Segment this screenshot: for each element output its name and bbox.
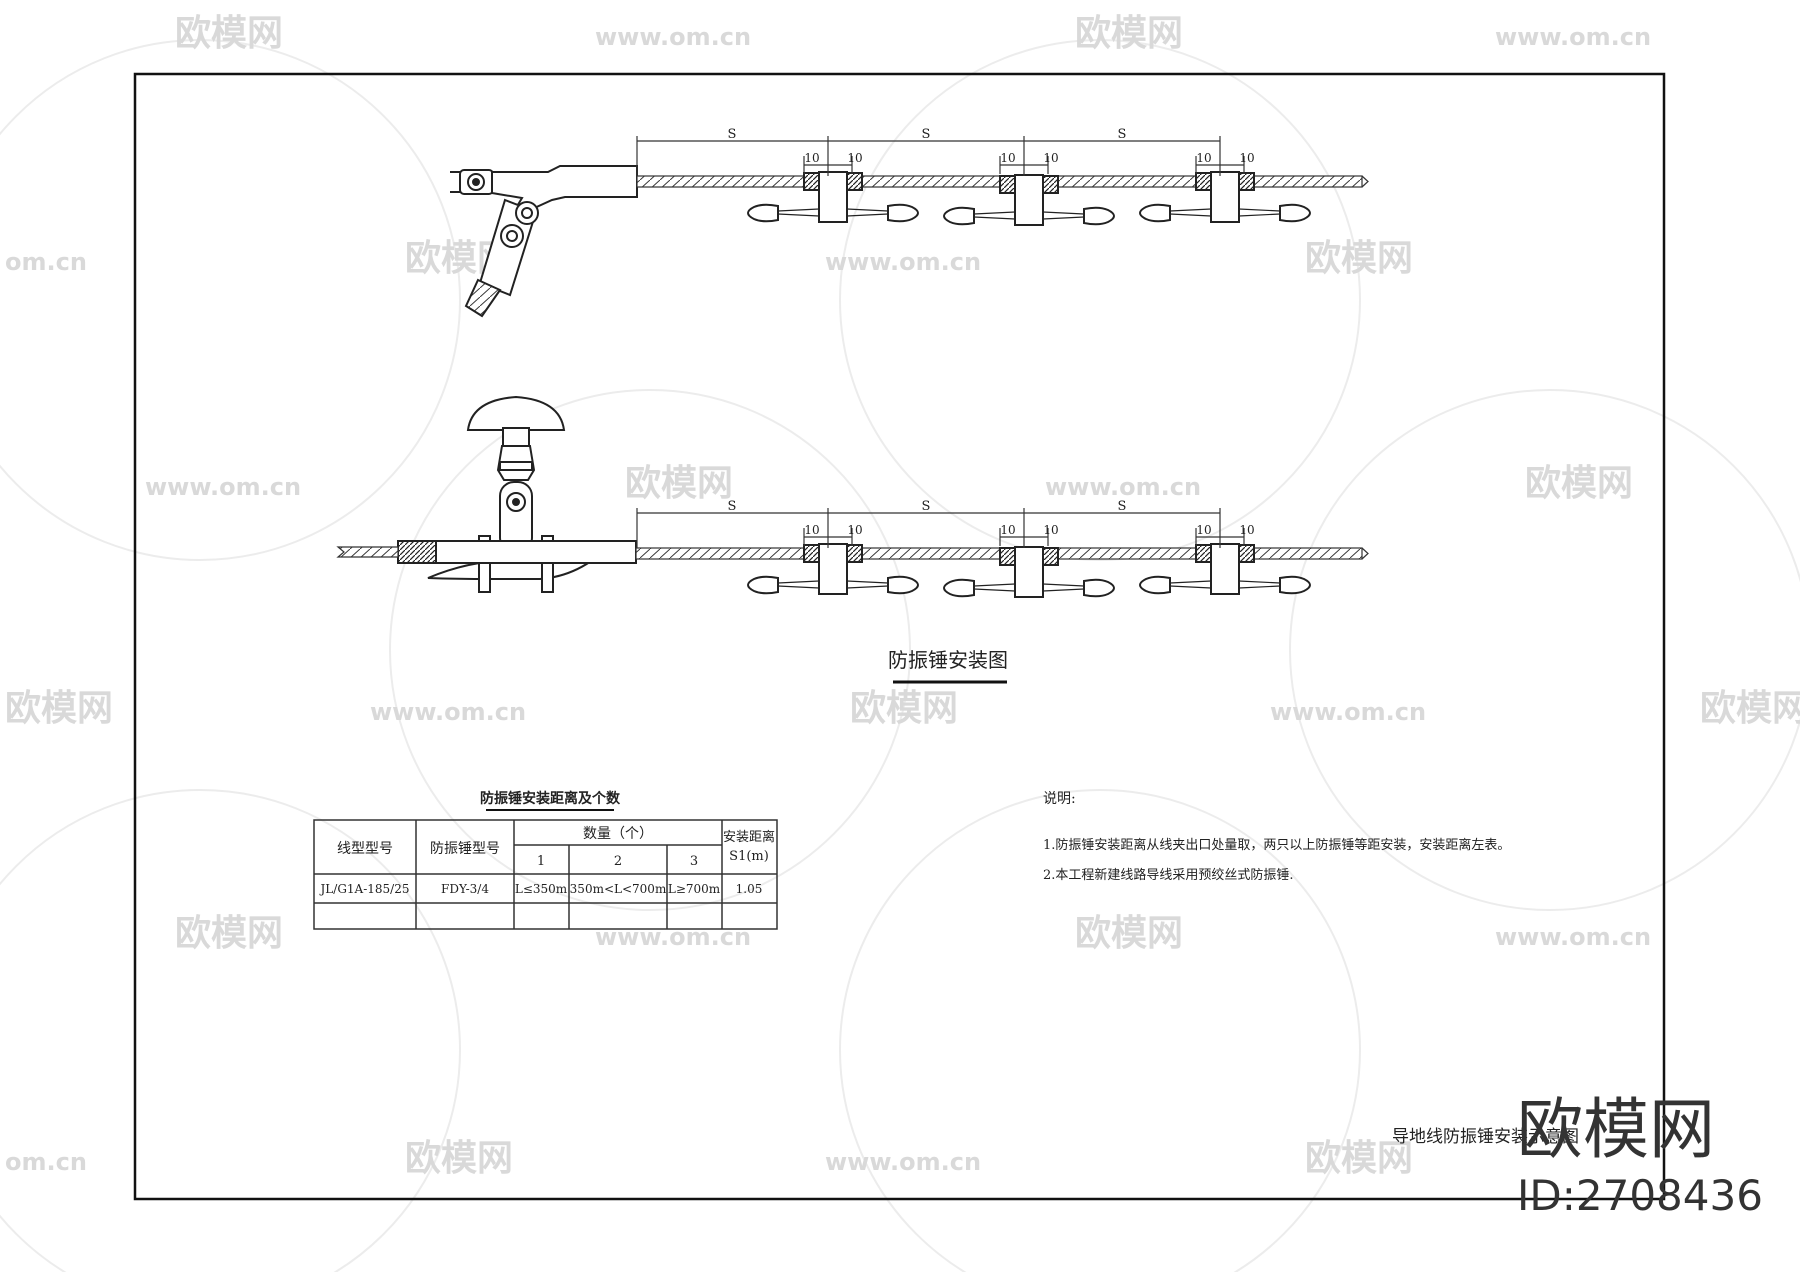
table-grid <box>313 819 778 930</box>
dim-label-10: 10 <box>1239 523 1254 537</box>
watermark-brand: 欧模网 <box>405 1138 513 1179</box>
watermark-brand: 欧模网 <box>1525 463 1633 504</box>
dim-label-10: 10 <box>847 523 862 537</box>
header-q3: 3 <box>690 854 698 869</box>
dim-label-10: 10 <box>1043 151 1058 165</box>
cell-wire-type: JL/G1A-185/25 <box>319 882 410 896</box>
watermark-brand: 欧模网 <box>5 688 113 729</box>
watermark-brand: 欧模网 <box>1075 13 1183 54</box>
strain-clamp-assembly <box>450 165 638 318</box>
dim-label-s: S <box>728 499 737 514</box>
table-row: JL/G1A-185/25 FDY-3/4 L≤350m 350m<L<700m… <box>319 882 763 896</box>
dimension-labels-bottom: S S S 10 10 10 10 10 10 <box>728 499 1255 537</box>
watermark-site: www.om.cn <box>595 923 751 951</box>
vibration-damper <box>1139 543 1311 595</box>
dim-label-10: 10 <box>1196 151 1211 165</box>
watermark-brand: 欧模网 <box>1700 688 1800 729</box>
dim-label-s: S <box>922 127 931 142</box>
header-damper-type: 防振锤型号 <box>430 841 500 857</box>
header-distance: 安装距离 <box>723 829 775 845</box>
watermark-brand: 欧模网 <box>1075 913 1183 954</box>
watermark-brand: 欧模网 <box>625 463 733 504</box>
header-distance-unit: S1(m) <box>729 849 769 864</box>
conductor-wire-left <box>336 546 399 558</box>
header-quantity: 数量（个） <box>583 826 653 842</box>
table-header: 线型型号 防振锤型号 数量（个） 1 2 3 安装距离 S1(m) <box>337 826 775 869</box>
diagram-title: 防振锤安装图 <box>888 648 1008 672</box>
watermark-site: www.om.cn <box>1495 923 1651 951</box>
dim-label-10: 10 <box>1000 523 1015 537</box>
dimension-lines-bottom <box>636 508 1245 548</box>
drawing-frame <box>133 72 1666 1201</box>
brand-logo-text: 欧模网 <box>1517 1091 1715 1168</box>
vibration-damper <box>747 543 919 595</box>
watermark-site: om.cn <box>5 248 87 276</box>
dimension-labels-top: S S S 10 10 10 10 10 10 <box>728 127 1255 165</box>
watermark-site: www.om.cn <box>825 1148 981 1176</box>
note-item: 2.本工程新建线路导线采用预绞丝式防振锤. <box>1043 867 1294 883</box>
note-item: 1.防振锤安装距离从线夹出口处量取，两只以上防振锤等距安装，安装距离左表。 <box>1043 837 1510 853</box>
dim-label-10: 10 <box>847 151 862 165</box>
watermark-site: www.om.cn <box>1495 23 1651 51</box>
header-q1: 1 <box>537 854 545 869</box>
suspension-clamp-assembly <box>397 395 637 593</box>
dimension-lines-top <box>636 136 1245 176</box>
vibration-damper <box>943 174 1115 226</box>
dim-label-10: 10 <box>1000 151 1015 165</box>
table-title: 防振锤安装距离及个数 <box>480 790 621 807</box>
watermark-site: om.cn <box>5 1148 87 1176</box>
vibration-damper <box>747 171 919 223</box>
watermark-text: 欧模网 www.om.cn 欧模网 www.om.cn om.cn 欧模网 ww… <box>5 13 1800 1179</box>
dim-label-s: S <box>1118 499 1127 514</box>
dim-label-10: 10 <box>1043 523 1058 537</box>
dim-label-s: S <box>728 127 737 142</box>
cell-distance: 1.05 <box>736 882 763 896</box>
notes: 说明: 1.防振锤安装距离从线夹出口处量取，两只以上防振锤等距安装，安装距离左表… <box>1043 791 1510 883</box>
notes-heading: 说明: <box>1043 791 1076 807</box>
watermark-site: www.om.cn <box>595 23 751 51</box>
dim-label-s: S <box>1118 127 1127 142</box>
watermark-brand: 欧模网 <box>175 913 283 954</box>
watermark-site: www.om.cn <box>1270 698 1426 726</box>
watermark-brand: 欧模网 <box>175 13 283 54</box>
drawing-name: 导地线防振锤安装示意图 <box>1392 1127 1579 1147</box>
watermark-site: www.om.cn <box>1045 473 1201 501</box>
cell-damper-type: FDY-3/4 <box>441 882 489 896</box>
dim-label-10: 10 <box>1239 151 1254 165</box>
header-q2: 2 <box>614 854 622 869</box>
dim-label-10: 10 <box>804 151 819 165</box>
asset-id: ID:2708436 <box>1517 1171 1763 1220</box>
dim-label-10: 10 <box>804 523 819 537</box>
watermark-site: www.om.cn <box>145 473 301 501</box>
watermark-site: www.om.cn <box>370 698 526 726</box>
cell-q2: 350m<L<700m <box>570 882 667 896</box>
header-wire-type: 线型型号 <box>337 841 393 857</box>
watermark-brand: 欧模网 <box>1305 1138 1413 1179</box>
dim-label-10: 10 <box>1196 523 1211 537</box>
watermark-brand: 欧模网 <box>850 688 958 729</box>
dim-label-s: S <box>922 499 931 514</box>
watermark-brand: 欧模网 <box>1305 238 1413 279</box>
cell-q1: L≤350m <box>515 882 568 896</box>
vibration-damper <box>943 546 1115 598</box>
vibration-damper <box>1139 171 1311 223</box>
cell-q3: L≥700m <box>668 882 721 896</box>
watermark-arcs <box>0 39 1800 1272</box>
watermark-site: www.om.cn <box>825 248 981 276</box>
